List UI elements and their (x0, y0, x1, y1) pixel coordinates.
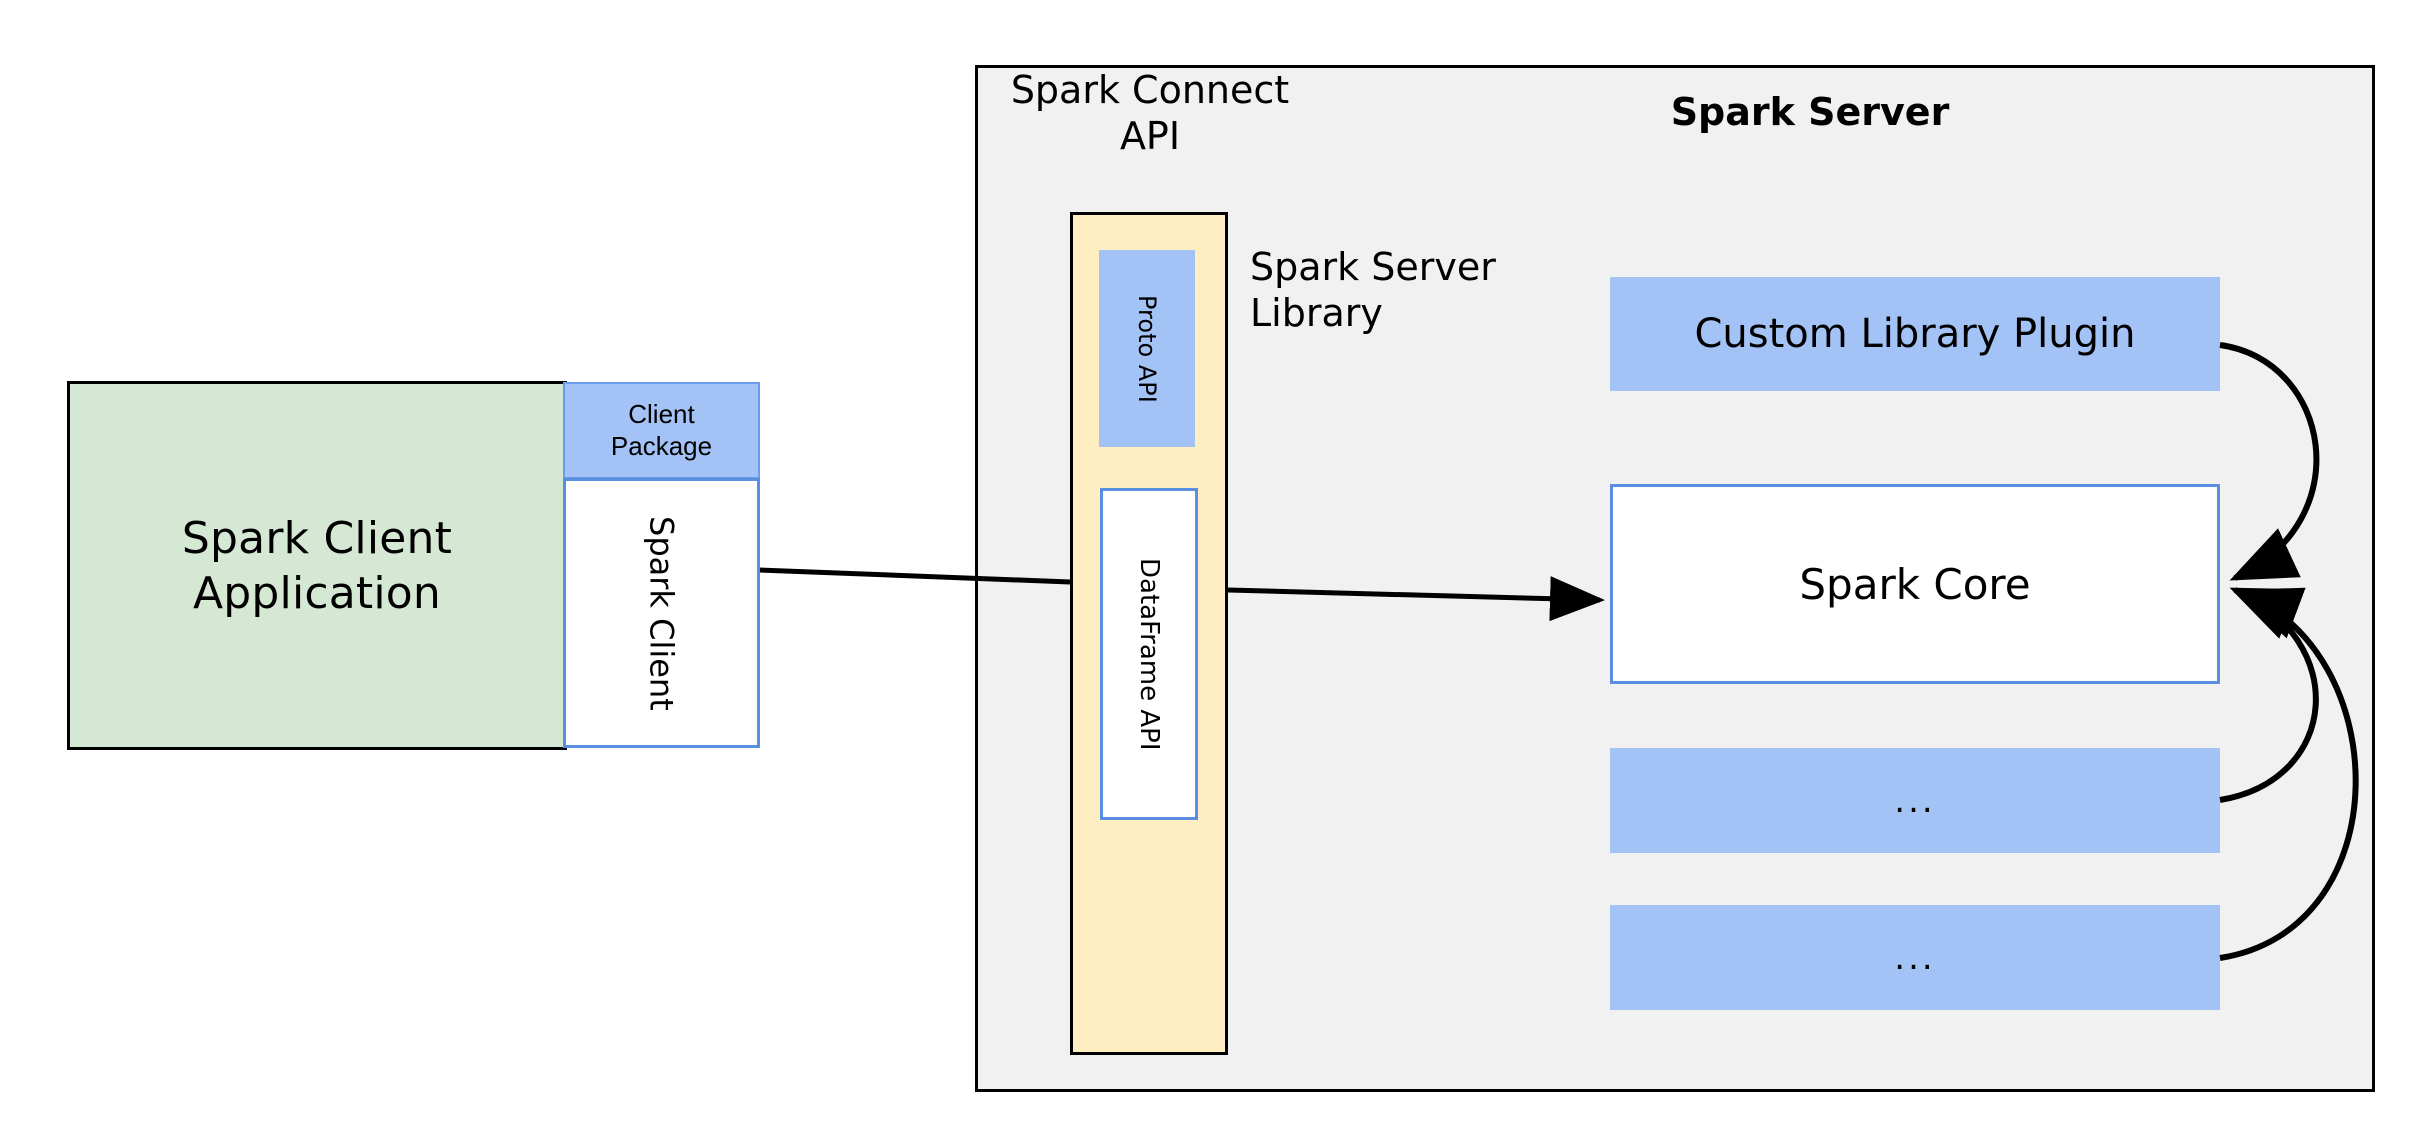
spark-client-application-box[interactable]: Spark Client Application (67, 381, 567, 750)
client-package-label: Client Package (610, 399, 713, 461)
proto-api-box[interactable]: Proto API (1099, 250, 1195, 447)
client-package-box[interactable]: Client Package (563, 382, 760, 479)
spark-client-application-label: Spark Client Application (181, 512, 453, 619)
dataframe-api-box[interactable]: DataFrame API (1100, 488, 1198, 820)
spark-server-library-label: Spark Server Library (1250, 245, 1496, 335)
custom-library-plugin-box[interactable]: Custom Library Plugin (1610, 277, 2220, 391)
custom-library-plugin-label: Custom Library Plugin (1694, 311, 2136, 357)
spark-client-box[interactable]: Spark Client (563, 478, 760, 748)
proto-api-label: Proto API (1133, 294, 1161, 403)
dataframe-api-label: DataFrame API (1134, 557, 1164, 751)
spark-core-box[interactable]: Spark Core (1610, 484, 2220, 684)
ellipsis-label-2: ... (1894, 937, 1936, 978)
spark-client-label: Spark Client (642, 515, 681, 711)
spark-server-title: Spark Server (1670, 90, 1950, 134)
spark-connect-api-label: Spark Connect API (1010, 68, 1290, 158)
ellipsis-box-2[interactable]: ... (1610, 905, 2220, 1010)
ellipsis-label-1: ... (1894, 780, 1936, 821)
ellipsis-box-1[interactable]: ... (1610, 748, 2220, 853)
spark-core-label: Spark Core (1799, 559, 2031, 609)
